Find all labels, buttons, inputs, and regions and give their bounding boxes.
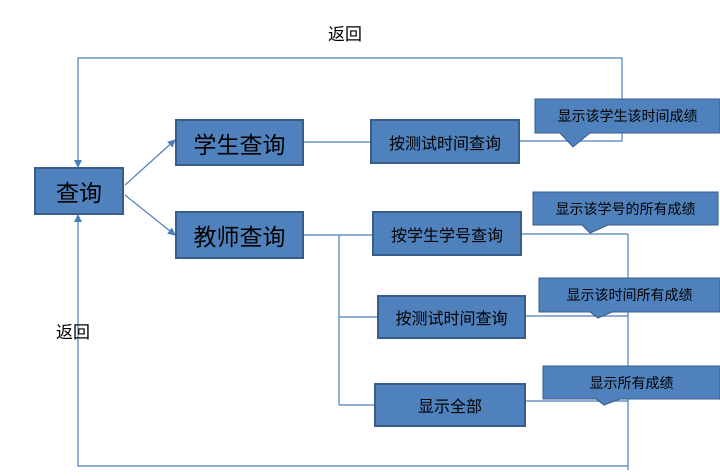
student-by-test-time-node[interactable]: 按测试时间查询: [370, 119, 520, 164]
callout-student-id-all-scores: 显示该学号的所有成绩: [555, 201, 696, 218]
query-node[interactable]: 查询: [34, 167, 124, 215]
return-label-top: 返回: [328, 25, 362, 45]
return-label-left: 返回: [56, 323, 90, 343]
callout-shape-1: [534, 98, 720, 148]
bottom-return-loop: [74, 214, 628, 467]
by-student-id-node[interactable]: 按学生学号查询: [372, 211, 522, 256]
arrow-query-to-student: [124, 139, 176, 186]
show-all-node[interactable]: 显示全部: [374, 383, 526, 427]
callout-shape-4: [542, 365, 720, 406]
top-return-loop: [74, 57, 623, 168]
callout-all-scores: 显示所有成绩: [589, 375, 674, 392]
teacher-query-node[interactable]: 教师查询: [175, 211, 304, 259]
callout-student-time-scores: 显示该学生该时间成绩: [557, 109, 698, 125]
callout-shape-2: [532, 191, 719, 234]
arrow-query-to-teacher: [124, 194, 176, 236]
callout-time-all-scores: 显示该时间所有成绩: [566, 288, 693, 304]
student-query-node[interactable]: 学生查询: [175, 119, 304, 166]
teacher-by-test-time-node[interactable]: 按测试时间查询: [377, 295, 526, 339]
callout-shape-3: [538, 277, 720, 319]
